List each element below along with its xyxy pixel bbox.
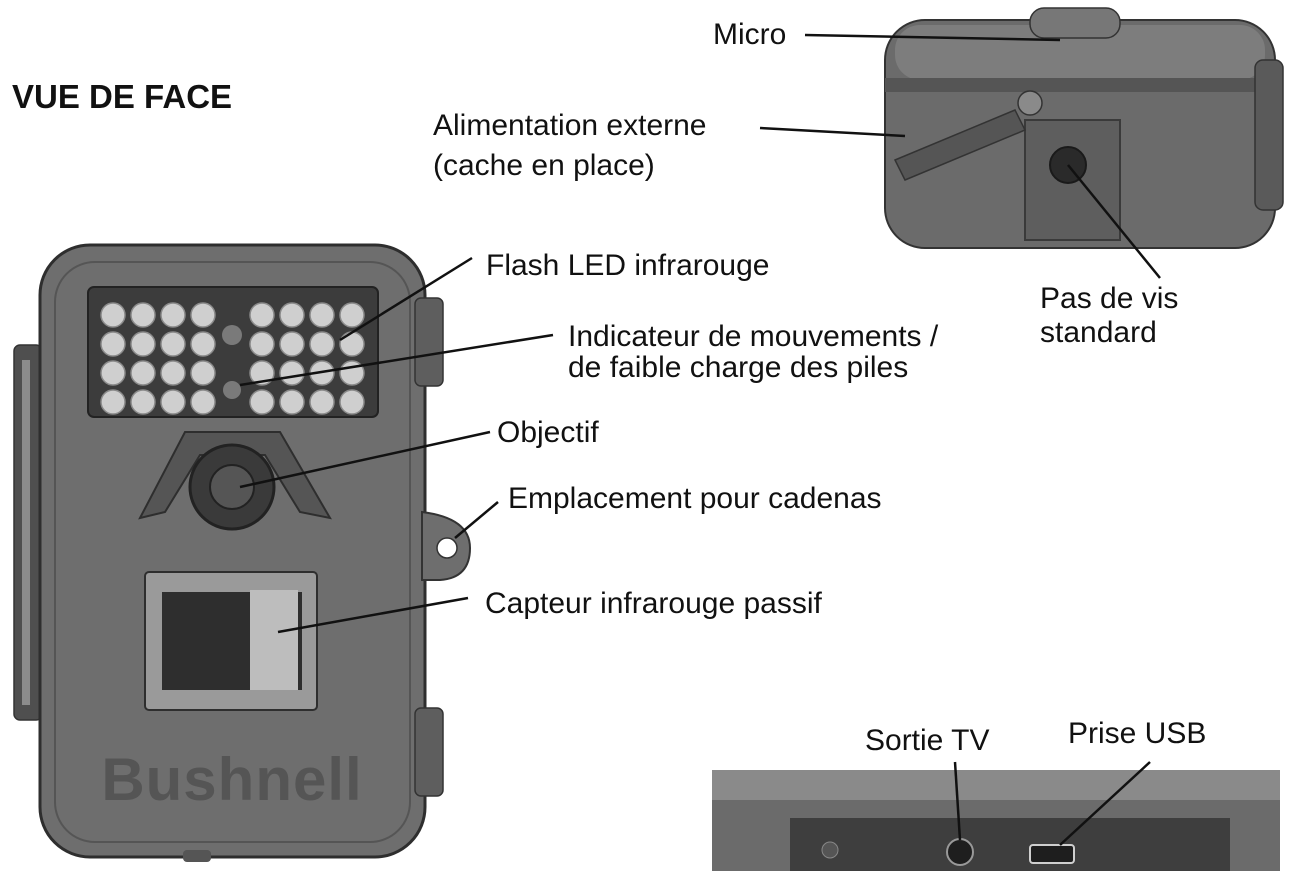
label-cadenas: Emplacement pour cadenas [508, 482, 882, 515]
led-icon [339, 331, 365, 357]
led-icon [190, 302, 216, 328]
brand-logo: Bushnell [101, 746, 362, 813]
led-icon [190, 331, 216, 357]
led-icon [190, 389, 216, 415]
camera-bottom-view [712, 770, 1280, 871]
led-icon [100, 302, 126, 328]
tv-out-port-icon [946, 838, 974, 866]
padlock-hole-icon [436, 537, 458, 559]
led-icon [309, 389, 335, 415]
label-sortie-tv: Sortie TV [865, 724, 990, 757]
label-indicateur-line2: de faible charge des piles [568, 351, 908, 384]
label-micro: Micro [713, 18, 786, 51]
led-icon [100, 360, 126, 386]
led-icon [160, 389, 186, 415]
diagram-title: VUE DE FACE [12, 78, 232, 115]
pir-sensor-icon [250, 590, 298, 690]
led-icon [279, 331, 305, 357]
label-indicateur-line1: Indicateur de mouvements / [568, 320, 939, 353]
label-pas-de-vis-line1: Pas de vis [1040, 282, 1178, 315]
led-icon [249, 331, 275, 357]
led-array-left [100, 302, 216, 415]
led-icon [130, 389, 156, 415]
leader-lines [239, 33, 1161, 846]
label-capteur: Capteur infrarouge passif [485, 587, 823, 620]
led-icon [309, 331, 335, 357]
led-icon [130, 331, 156, 357]
led-panel [87, 286, 379, 418]
led-icon [190, 360, 216, 386]
led-icon [339, 302, 365, 328]
motion-indicator-icon [222, 325, 242, 345]
led-icon [279, 389, 305, 415]
led-icon [309, 302, 335, 328]
led-icon [249, 360, 275, 386]
led-icon [249, 389, 275, 415]
led-icon [100, 331, 126, 357]
label-prise-usb: Prise USB [1068, 717, 1206, 750]
led-icon [160, 331, 186, 357]
led-icon [130, 360, 156, 386]
led-icon [130, 302, 156, 328]
led-icon [160, 360, 186, 386]
label-objectif: Objectif [497, 416, 599, 449]
led-icon [279, 360, 305, 386]
led-icon [249, 302, 275, 328]
usb-port-icon [1029, 844, 1075, 864]
led-icon [339, 389, 365, 415]
led-icon [279, 302, 305, 328]
label-alimentation-line1: Alimentation externe [433, 109, 707, 142]
camera-front-view: Bushnell [13, 243, 472, 862]
led-icon [160, 302, 186, 328]
camera-top-view [884, 7, 1284, 249]
led-icon [100, 389, 126, 415]
label-flash-led: Flash LED infrarouge [486, 249, 769, 282]
label-alimentation-line2: (cache en place) [433, 149, 655, 182]
label-pas-de-vis-line2: standard [1040, 316, 1157, 349]
